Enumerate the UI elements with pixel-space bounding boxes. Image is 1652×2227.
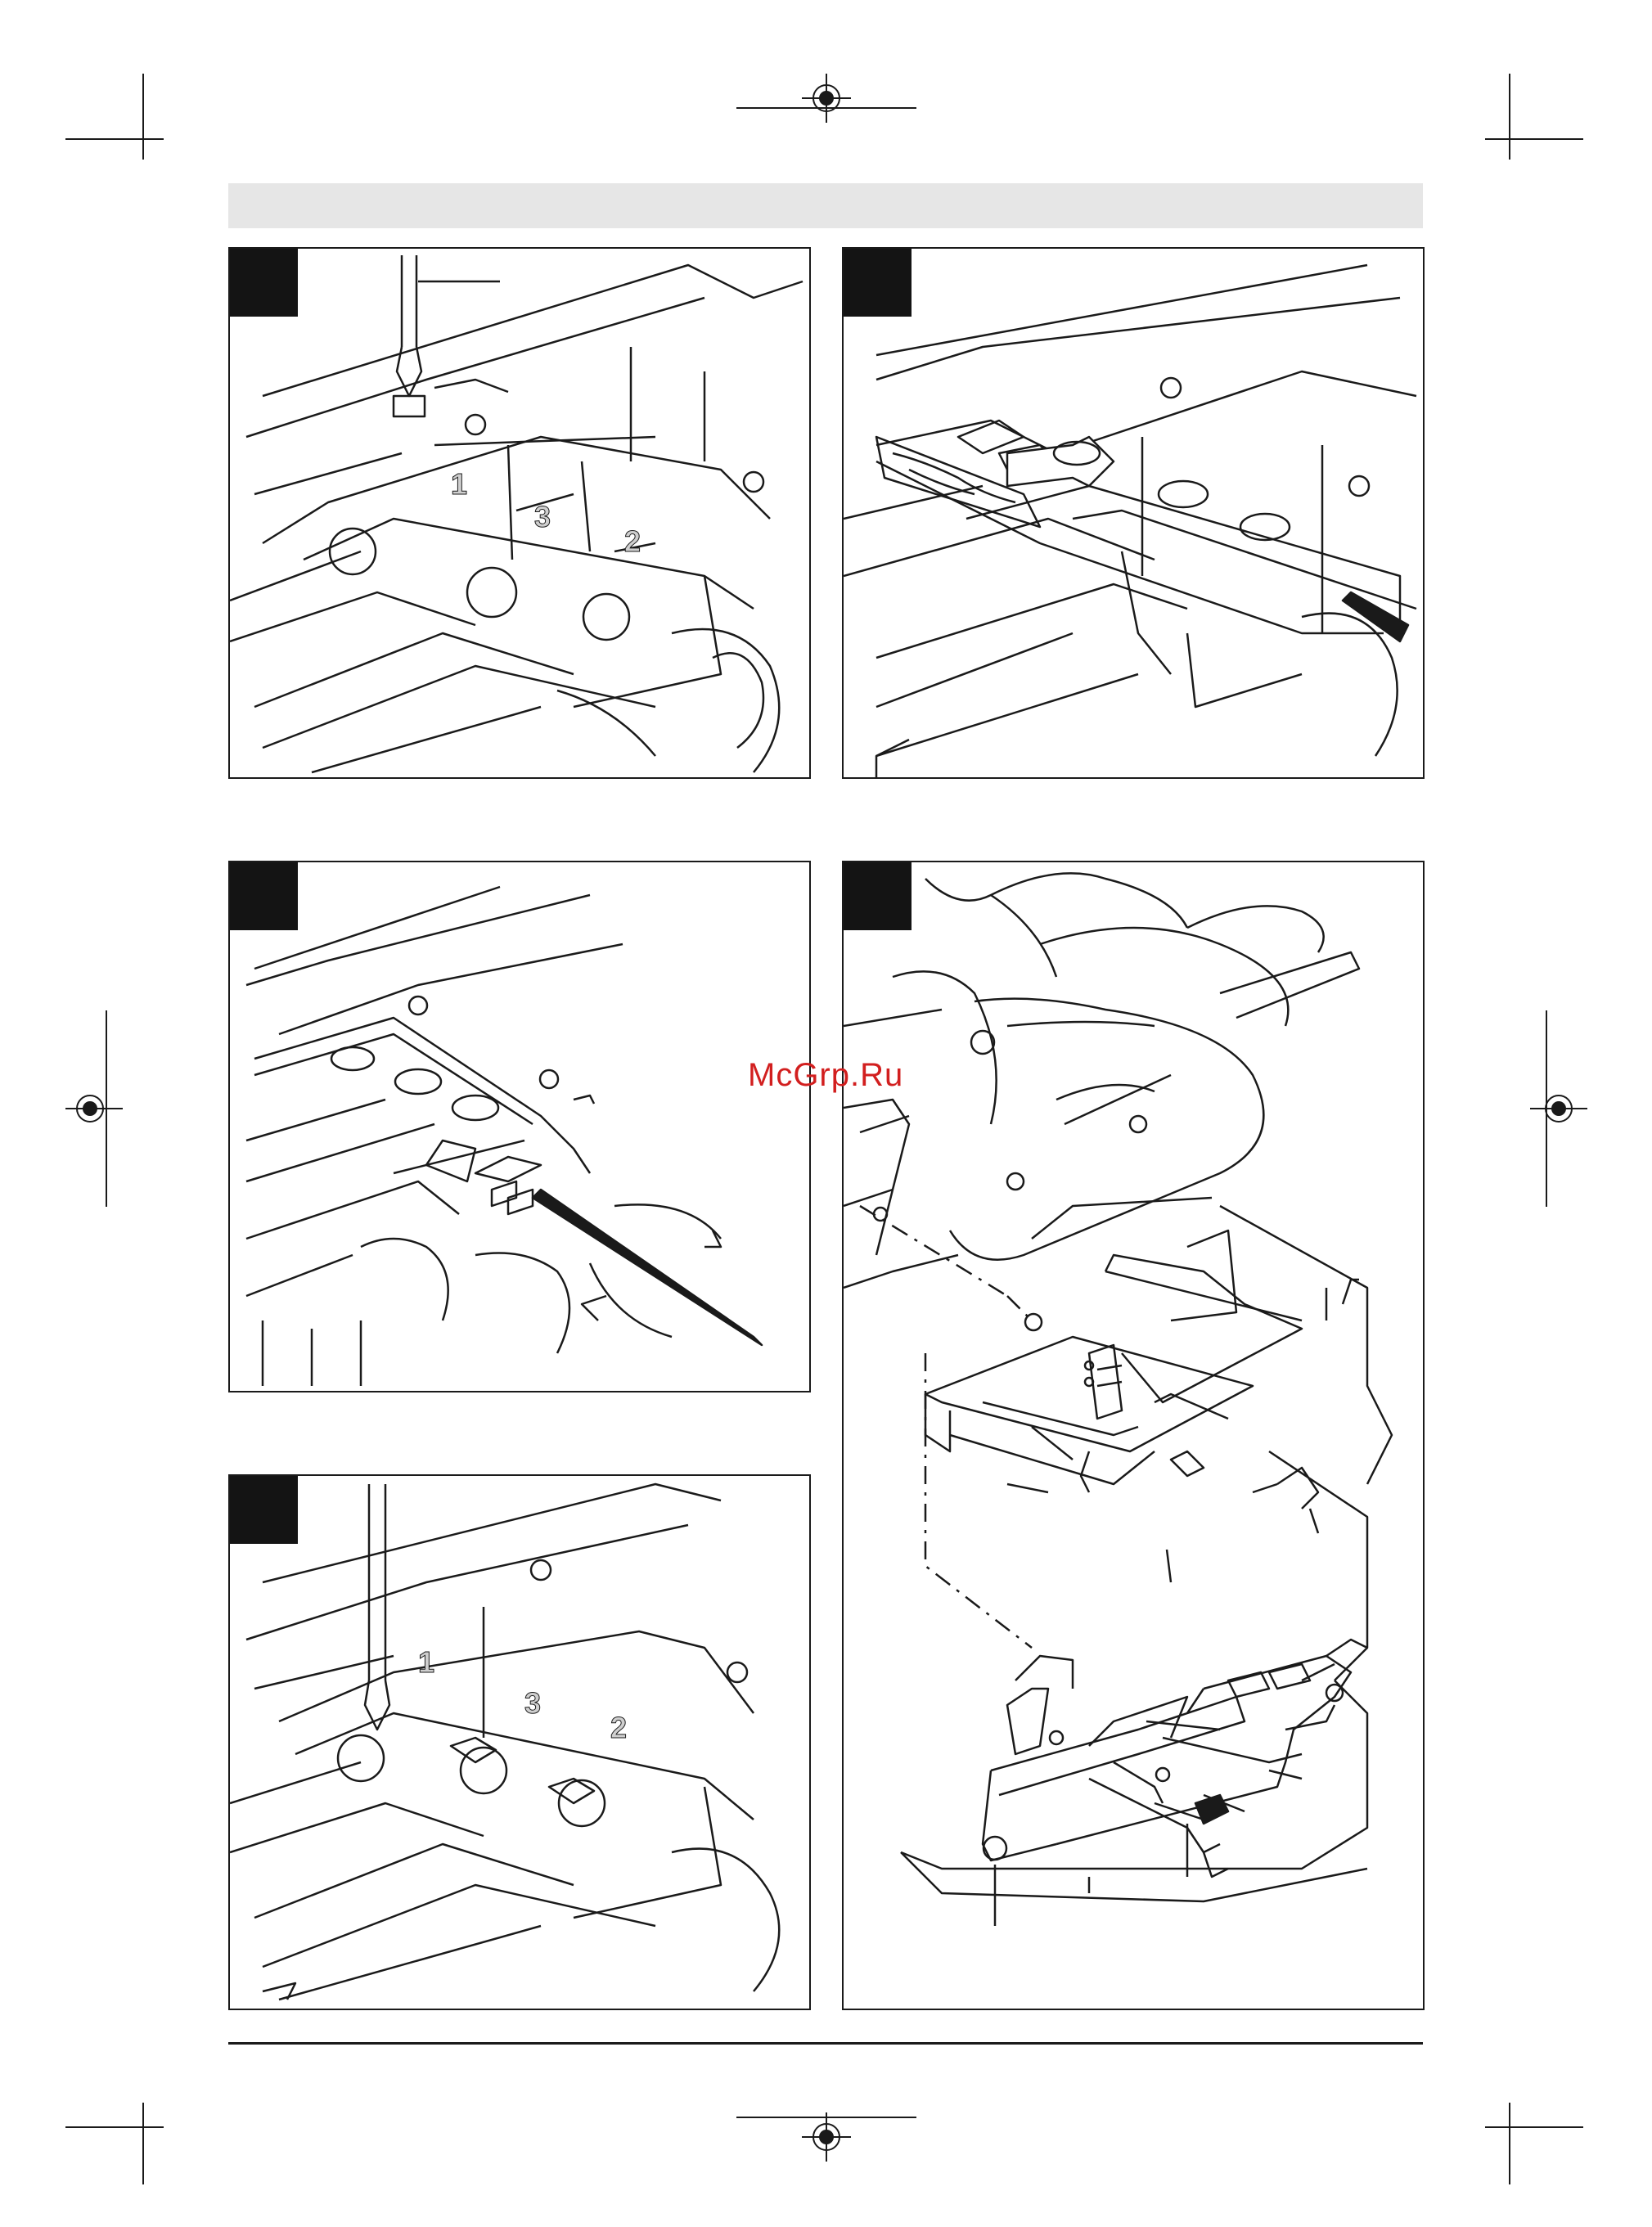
blade-position-digit: 1 xyxy=(451,467,467,501)
blade-position-digit: 2 xyxy=(610,1711,627,1744)
figure-panel-bottom-left: 1 3 2 xyxy=(228,1474,811,2010)
figure-panel-top-right xyxy=(842,247,1425,779)
crop-marks-top xyxy=(0,0,1652,196)
watermark-text: McGrp.Ru xyxy=(748,1057,903,1094)
blade-position-digit: 2 xyxy=(624,524,641,558)
blade-insertion-illustration xyxy=(844,249,1425,779)
planer-blade-screws-illustration: 1 3 2 xyxy=(230,249,811,779)
figure-panel-right-tall xyxy=(842,861,1425,2010)
header-bar xyxy=(228,183,1423,228)
figure-panel-middle-left xyxy=(228,861,811,1392)
figure-panel-top-left: 1 3 2 xyxy=(228,247,811,779)
blade-screws-tighten-illustration: 1 3 2 xyxy=(230,1476,811,2010)
blade-position-digit: 3 xyxy=(524,1686,541,1720)
blade-removal-illustration xyxy=(230,862,811,1392)
footer-rule xyxy=(228,2042,1423,2045)
crop-marks-bottom xyxy=(0,2094,1652,2227)
parallel-guide-exploded-illustration xyxy=(844,862,1425,2010)
blade-position-digit: 3 xyxy=(534,500,551,533)
blade-position-digit: 1 xyxy=(418,1645,434,1679)
